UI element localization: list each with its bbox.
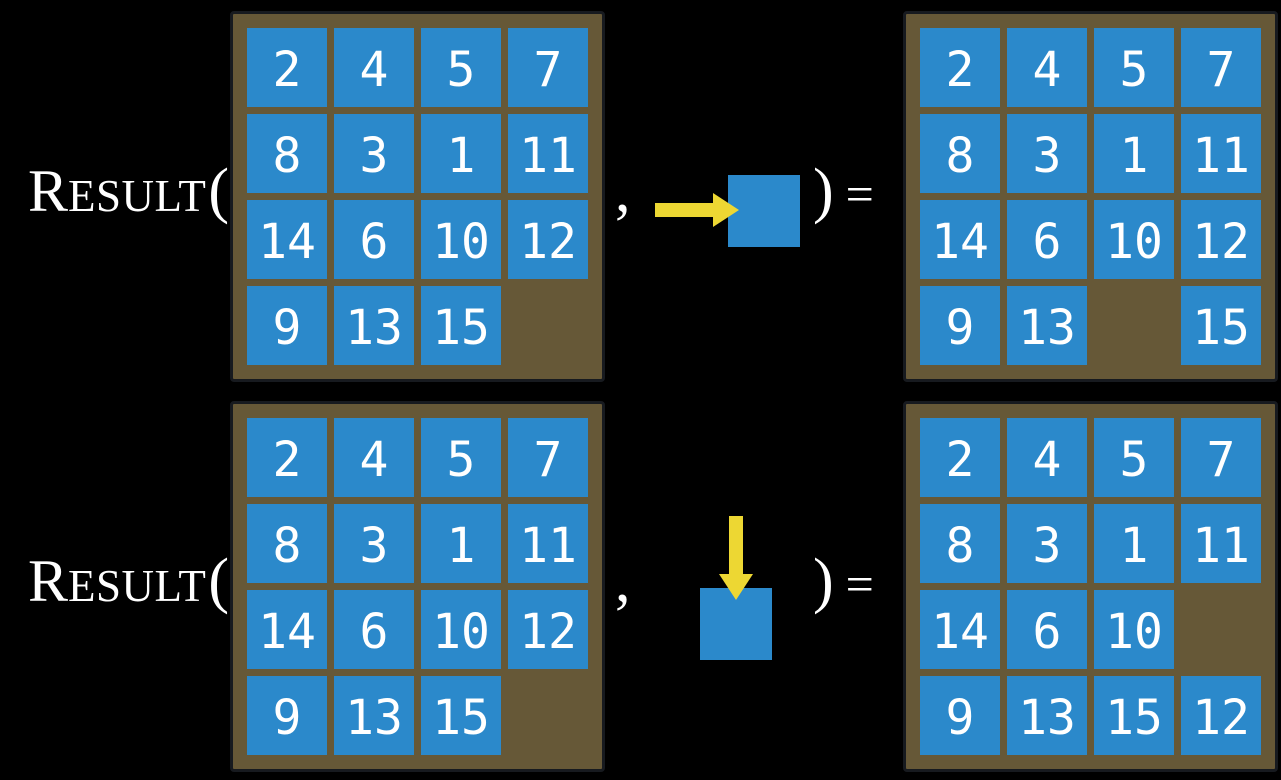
tile: 12 bbox=[508, 590, 588, 669]
tile: 7 bbox=[508, 418, 588, 497]
comma: , bbox=[615, 547, 631, 615]
tile: 13 bbox=[334, 676, 414, 755]
tile: 12 bbox=[508, 200, 588, 279]
tile: 5 bbox=[1094, 418, 1174, 497]
arrow-right-icon bbox=[655, 193, 739, 227]
tile: 9 bbox=[920, 286, 1000, 365]
tile: 15 bbox=[1181, 286, 1261, 365]
tile: 15 bbox=[1094, 676, 1174, 755]
tile: 8 bbox=[247, 114, 327, 193]
open-paren: ( bbox=[208, 547, 230, 615]
tile: 6 bbox=[334, 590, 414, 669]
tile: 1 bbox=[421, 114, 501, 193]
tile: 6 bbox=[334, 200, 414, 279]
function-name-label: R ESULT ( bbox=[28, 550, 229, 612]
tile: 6 bbox=[1007, 200, 1087, 279]
tile: 13 bbox=[334, 286, 414, 365]
close-paren: ) bbox=[813, 157, 834, 225]
tile: 7 bbox=[508, 28, 588, 107]
tile: 3 bbox=[1007, 504, 1087, 583]
close-paren-equals: ) = bbox=[813, 160, 874, 222]
tile: 2 bbox=[920, 418, 1000, 497]
empty-cell bbox=[508, 676, 588, 755]
tile: 11 bbox=[508, 114, 588, 193]
tile: 14 bbox=[247, 590, 327, 669]
tile: 10 bbox=[1094, 200, 1174, 279]
tile: 4 bbox=[1007, 28, 1087, 107]
close-paren: ) bbox=[813, 547, 834, 615]
tile: 15 bbox=[421, 676, 501, 755]
tile: 14 bbox=[247, 200, 327, 279]
close-paren-equals: ) = bbox=[813, 550, 874, 612]
tile: 15 bbox=[421, 286, 501, 365]
tile: 11 bbox=[1181, 504, 1261, 583]
equals-sign: = bbox=[845, 556, 874, 612]
tile: 13 bbox=[1007, 676, 1087, 755]
tile: 3 bbox=[1007, 114, 1087, 193]
tile: 1 bbox=[1094, 114, 1174, 193]
function-name-label: R ESULT ( bbox=[28, 160, 229, 222]
arrow-down-icon bbox=[719, 516, 753, 600]
tile: 11 bbox=[508, 504, 588, 583]
function-initial: R bbox=[28, 158, 69, 224]
tile: 14 bbox=[920, 200, 1000, 279]
tile: 5 bbox=[421, 28, 501, 107]
tile: 9 bbox=[247, 286, 327, 365]
tile: 10 bbox=[421, 200, 501, 279]
tile: 11 bbox=[1181, 114, 1261, 193]
tile: 4 bbox=[1007, 418, 1087, 497]
tile: 2 bbox=[247, 28, 327, 107]
tile: 12 bbox=[1181, 676, 1261, 755]
tile: 10 bbox=[421, 590, 501, 669]
tile: 9 bbox=[920, 676, 1000, 755]
tile: 2 bbox=[920, 28, 1000, 107]
action-tile bbox=[728, 175, 800, 247]
function-rest: ESULT bbox=[68, 171, 207, 221]
tile: 14 bbox=[920, 590, 1000, 669]
tile: 8 bbox=[247, 504, 327, 583]
comma: , bbox=[615, 157, 631, 225]
tile: 8 bbox=[920, 114, 1000, 193]
tile: 3 bbox=[334, 114, 414, 193]
empty-cell bbox=[1094, 286, 1174, 365]
tile: 12 bbox=[1181, 200, 1261, 279]
tile: 1 bbox=[421, 504, 501, 583]
equals-sign: = bbox=[845, 166, 874, 222]
tile: 7 bbox=[1181, 418, 1261, 497]
tile: 10 bbox=[1094, 590, 1174, 669]
tile: 4 bbox=[334, 28, 414, 107]
tile: 7 bbox=[1181, 28, 1261, 107]
function-rest: ESULT bbox=[68, 561, 207, 611]
tile: 2 bbox=[247, 418, 327, 497]
tile: 4 bbox=[334, 418, 414, 497]
tile: 8 bbox=[920, 504, 1000, 583]
open-paren: ( bbox=[208, 157, 230, 225]
empty-cell bbox=[1181, 590, 1261, 669]
tile: 9 bbox=[247, 676, 327, 755]
tile: 5 bbox=[1094, 28, 1174, 107]
tile: 5 bbox=[421, 418, 501, 497]
tile: 3 bbox=[334, 504, 414, 583]
empty-cell bbox=[508, 286, 588, 365]
action-tile bbox=[700, 588, 772, 660]
tile: 1 bbox=[1094, 504, 1174, 583]
function-initial: R bbox=[28, 548, 69, 614]
tile: 13 bbox=[1007, 286, 1087, 365]
tile: 6 bbox=[1007, 590, 1087, 669]
